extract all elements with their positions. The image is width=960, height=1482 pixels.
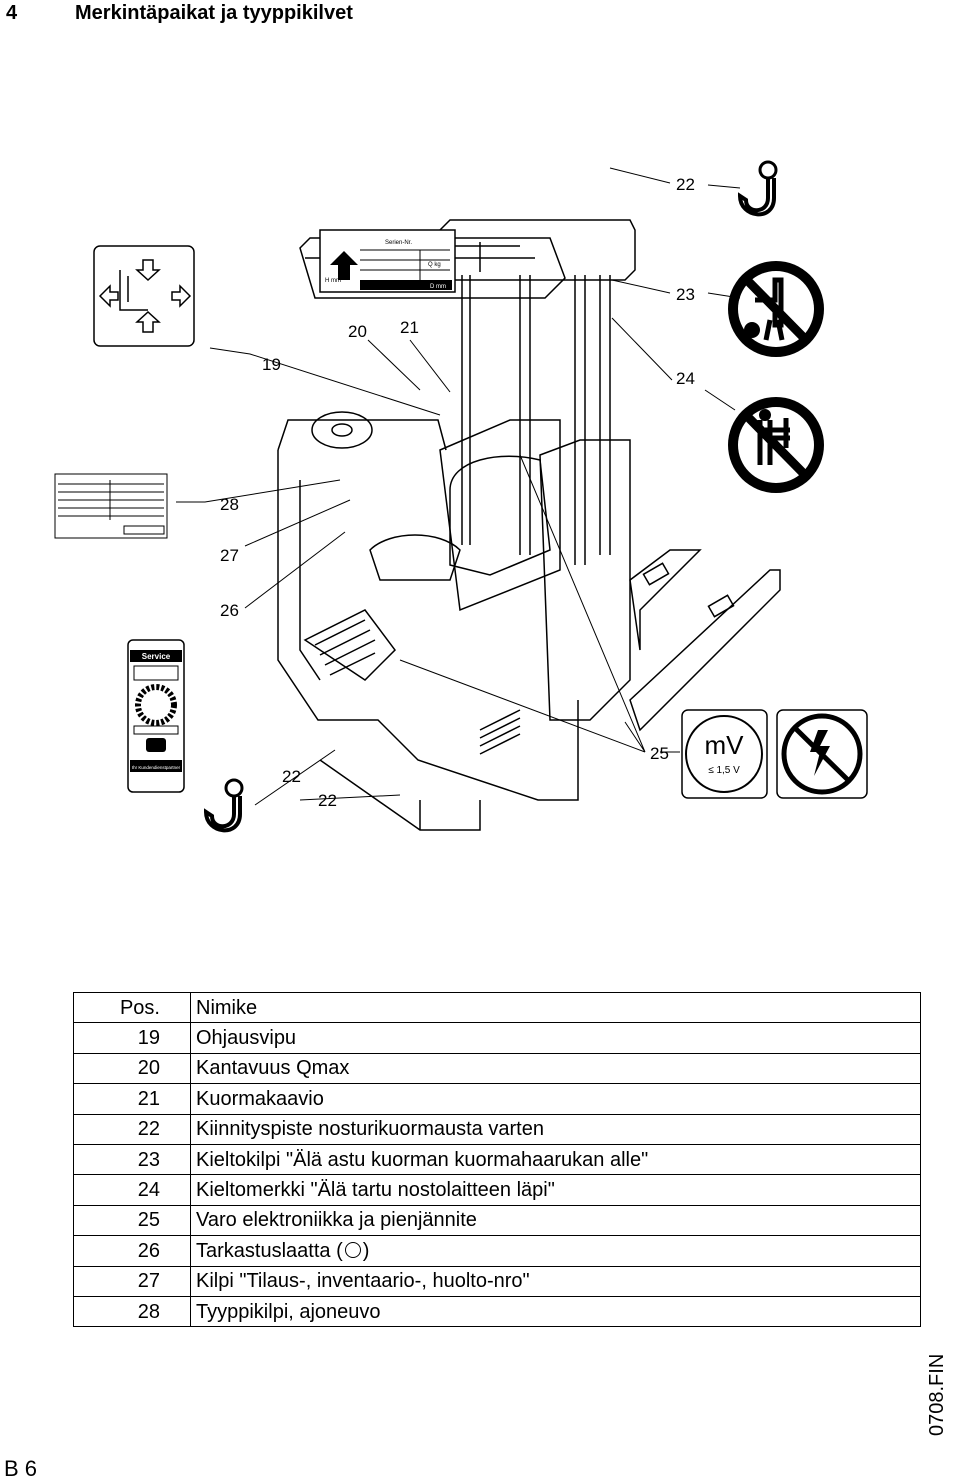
callout-23: 23 xyxy=(676,285,695,304)
row-name: Kieltokilpi "Älä astu kuorman kuormahaar… xyxy=(190,1143,921,1176)
row-pos: 21 xyxy=(73,1083,191,1115)
load-chart-label: H mm D mm Q kg Serien-Nr. xyxy=(319,229,456,293)
no-high-voltage-icon xyxy=(776,709,868,799)
service-partner: Ihr Kundendienstpartner xyxy=(132,765,181,770)
d-mm-label: D mm xyxy=(430,284,446,290)
row-name: Varo elektroniikka ja pienjännite xyxy=(190,1204,921,1237)
section-number: 4 xyxy=(6,2,18,24)
callout-26: 26 xyxy=(220,601,239,620)
crane-hook-icon xyxy=(737,160,778,217)
callout-21: 21 xyxy=(400,318,419,337)
electronics-warning-icon: mV ≤ 1,5 V xyxy=(681,709,768,799)
voltage-label: ≤ 1,5 V xyxy=(708,765,740,776)
column-header-name: Nimike xyxy=(190,991,921,1024)
row-name: Kieltomerkki "Älä tartu nostolaitteen lä… xyxy=(190,1174,921,1206)
row-name: Tyyppikilpi, ajoneuvo xyxy=(190,1295,921,1328)
callout-22-left: 22 xyxy=(282,767,301,786)
row-pos: 26 xyxy=(73,1235,191,1267)
page-number: B 6 xyxy=(4,1456,38,1481)
callout-22: 22 xyxy=(676,175,695,194)
telephone-icon xyxy=(146,738,166,752)
serial-label: Serien-Nr. xyxy=(385,240,412,246)
document-code: 0708.FIN xyxy=(926,1353,948,1436)
callout-19: 19 xyxy=(262,355,281,374)
row-pos: 24 xyxy=(73,1174,191,1206)
truck-label-diagram: H mm D mm Q kg Serien-Nr. Service xyxy=(54,160,868,833)
crane-hook-icon xyxy=(203,778,244,833)
row-pos: 28 xyxy=(73,1295,191,1328)
callout-22-bottom: 22 xyxy=(318,791,337,810)
mv-label: mV xyxy=(705,730,745,760)
no-reaching-through-mast-icon xyxy=(728,397,824,493)
h-mm-label: H mm xyxy=(325,278,341,284)
row-name-suffix: ) xyxy=(362,1239,370,1262)
table-header-row: Pos. Nimike xyxy=(73,991,921,1024)
joystick-arrows-icon xyxy=(93,245,195,347)
row-pos: 27 xyxy=(73,1265,191,1297)
row-name: Ohjausvipu xyxy=(190,1022,921,1054)
q-kg-label: Q kg xyxy=(428,262,441,268)
row-pos: 19 xyxy=(73,1022,191,1054)
service-plate: Service Ihr Kundendienstpartner xyxy=(127,639,185,793)
row-name: Kuormakaavio xyxy=(190,1083,921,1115)
row-pos: 25 xyxy=(73,1204,191,1237)
no-standing-on-forks-icon xyxy=(728,261,824,357)
page-title: Merkintäpaikat ja tyyppikilvet xyxy=(75,2,353,24)
row-pos: 23 xyxy=(73,1143,191,1176)
row-name: Tarkastuslaatta () xyxy=(190,1235,921,1267)
inspection-circle-icon xyxy=(344,1241,361,1258)
row-name: Kiinnityspiste nosturikuormausta varten xyxy=(190,1113,921,1145)
row-name: Kantavuus Qmax xyxy=(190,1052,921,1085)
callout-28: 28 xyxy=(220,495,239,514)
column-header-pos: Pos. xyxy=(73,991,191,1024)
callout-24: 24 xyxy=(676,369,695,388)
service-title: Service xyxy=(142,652,171,661)
callout-25: 25 xyxy=(650,744,669,763)
row-pos: 20 xyxy=(73,1052,191,1085)
callout-27: 27 xyxy=(220,546,239,565)
type-plate xyxy=(54,473,168,539)
callout-20: 20 xyxy=(348,322,367,341)
row-pos: 22 xyxy=(73,1113,191,1145)
row-name-text: Tarkastuslaatta ( xyxy=(196,1239,343,1262)
row-name: Kilpi "Tilaus-, inventaario-, huolto-nro… xyxy=(190,1265,921,1297)
